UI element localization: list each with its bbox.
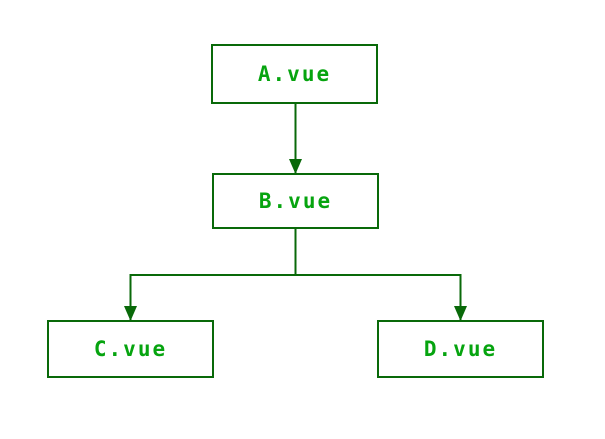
node-label-D: D.vue — [424, 337, 497, 361]
arrowhead-A-to-B — [289, 159, 302, 174]
arrowhead-B-to-C — [124, 306, 137, 321]
arrowhead-B-to-D — [454, 306, 467, 321]
node-box-C — [47, 320, 214, 378]
node-label-C: C.vue — [94, 337, 167, 361]
node-box-A — [211, 44, 378, 104]
edge-B-to-D — [294, 228, 462, 321]
node-box-B — [212, 173, 379, 229]
node-box-D — [377, 320, 544, 378]
node-label-B: B.vue — [259, 189, 332, 213]
node-label-A: A.vue — [258, 62, 331, 86]
edge-B-to-C — [129, 228, 297, 321]
